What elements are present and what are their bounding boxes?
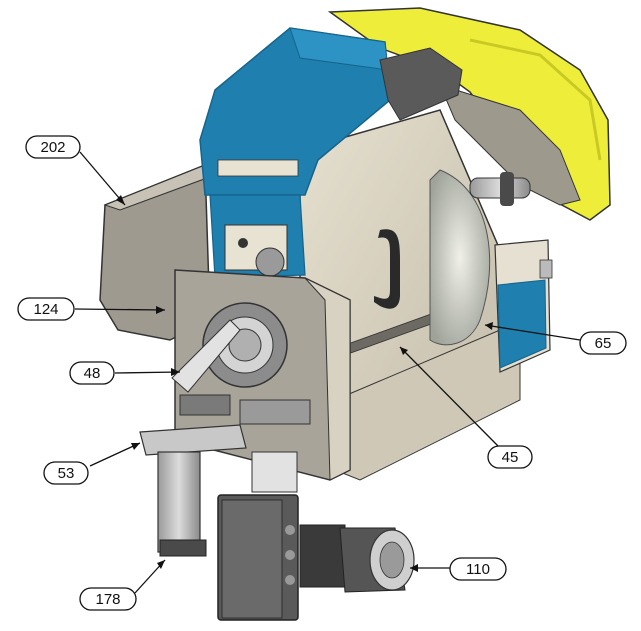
control-box — [217, 451, 299, 621]
callout-label-202: 202 — [40, 139, 65, 156]
callout-178: 178 — [79, 587, 137, 611]
callout-label-124: 124 — [33, 301, 58, 318]
cutting-disk — [429, 169, 491, 346]
callout-label-178: 178 — [95, 591, 120, 608]
callout-48: 48 — [69, 361, 115, 385]
callout-110: 110 — [449, 557, 507, 581]
blue-top-housing — [199, 27, 463, 279]
callout-label-65: 65 — [595, 335, 612, 352]
callout-label-110: 110 — [466, 561, 490, 578]
callout-202: 202 — [25, 135, 81, 159]
callout-45: 45 — [487, 445, 533, 469]
drive-motor — [299, 524, 415, 593]
right-side-cabinet — [494, 239, 553, 373]
callout-label-53: 53 — [58, 465, 75, 482]
callout-label-48: 48 — [84, 365, 101, 382]
callout-label-45: 45 — [502, 449, 519, 466]
callout-65: 65 — [579, 331, 627, 355]
rear-roller — [469, 172, 531, 206]
yellow-guard-cover — [327, 7, 611, 221]
clamp-cylinder — [139, 424, 247, 557]
callout-124: 124 — [17, 297, 75, 321]
leader-arrowheads — [116, 195, 493, 572]
callout-53: 53 — [43, 461, 89, 485]
